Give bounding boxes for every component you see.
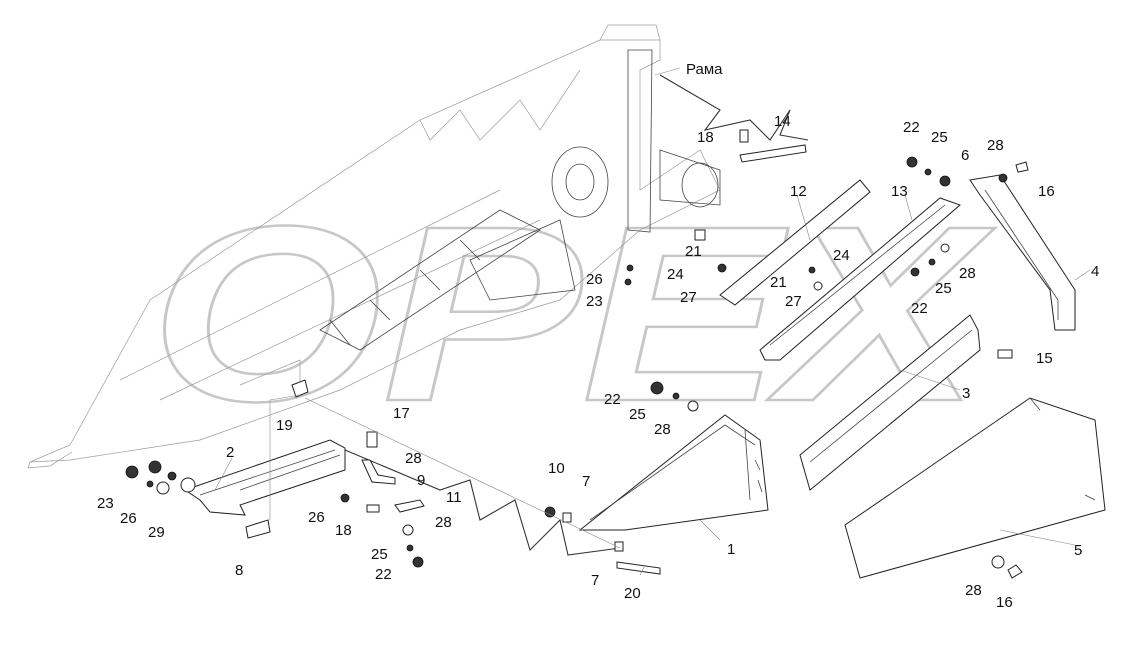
label-part-5: 5 <box>1074 542 1082 559</box>
label-part-16b: 16 <box>996 594 1013 611</box>
label-part-28e: 28 <box>435 514 452 531</box>
label-part-25a: 25 <box>931 129 948 146</box>
part-2-bracket <box>183 439 346 516</box>
label-part-13: 13 <box>891 183 908 200</box>
label-part-19: 19 <box>276 417 293 434</box>
label-part-24a: 24 <box>667 266 684 283</box>
label-part-29: 29 <box>148 524 165 541</box>
label-part-28b: 28 <box>959 265 976 282</box>
label-part-12: 12 <box>790 183 807 200</box>
label-part-28c: 28 <box>654 421 671 438</box>
label-part-17: 17 <box>393 405 410 422</box>
label-part-4: 4 <box>1091 263 1099 280</box>
label-part-7a: 7 <box>582 473 590 490</box>
part-9-plate <box>361 459 396 485</box>
part-13-rail <box>759 197 961 361</box>
leader-lines <box>214 67 1091 576</box>
label-part-21a: 21 <box>685 243 702 260</box>
label-part-15: 15 <box>1036 350 1053 367</box>
label-part-22b: 22 <box>911 300 928 317</box>
watermark-text: OPEX <box>150 174 996 453</box>
label-part-2: 2 <box>226 444 234 461</box>
label-part-26c: 26 <box>308 509 325 526</box>
label-part-28f: 28 <box>965 582 982 599</box>
label-part-3: 3 <box>962 385 970 402</box>
label-part-23a: 23 <box>586 293 603 310</box>
frame-outline <box>27 24 721 469</box>
label-part-6: 6 <box>961 147 969 164</box>
label-part-27a: 27 <box>680 289 697 306</box>
part-3-panel <box>799 314 981 491</box>
part-12-rail <box>719 179 871 306</box>
part-11-plate <box>394 499 425 513</box>
label-part-8: 8 <box>235 562 243 579</box>
label-part-18b: 18 <box>335 522 352 539</box>
label-part-24b: 24 <box>833 247 850 264</box>
label-part-20: 20 <box>624 585 641 602</box>
part-7-clips <box>562 512 624 552</box>
label-part-11: 11 <box>446 489 462 506</box>
label-part-18a: 18 <box>697 129 714 146</box>
label-part-9: 9 <box>417 472 425 489</box>
callout-labels: Рама 1 2 3 4 5 6 7 7 8 9 10 11 12 13 14 … <box>97 61 1099 611</box>
label-part-26b: 26 <box>120 510 137 527</box>
part-8-plate <box>245 519 271 539</box>
label-part-25b: 25 <box>935 280 952 297</box>
label-part-10: 10 <box>548 460 565 477</box>
part-5-panel <box>844 397 1106 579</box>
label-part-26a: 26 <box>586 271 603 288</box>
label-part-22d: 22 <box>375 566 392 583</box>
label-part-21b: 21 <box>770 274 787 291</box>
label-part-28a: 28 <box>987 137 1004 154</box>
label-part-22c: 22 <box>604 391 621 408</box>
part-4-strip <box>969 174 1076 331</box>
watermark: OPEX <box>149 173 997 455</box>
part-14-plate <box>739 144 807 163</box>
label-part-16a: 16 <box>1038 183 1055 200</box>
label-part-22a: 22 <box>903 119 920 136</box>
label-part-25c: 25 <box>629 406 646 423</box>
label-part-14: 14 <box>774 113 791 130</box>
label-part-23b: 23 <box>97 495 114 512</box>
label-part-27b: 27 <box>785 293 802 310</box>
fasteners <box>125 129 1029 579</box>
label-part-28d: 28 <box>405 450 422 467</box>
label-rama: Рама <box>686 61 723 78</box>
label-part-25d: 25 <box>371 546 388 563</box>
label-part-1: 1 <box>727 541 735 558</box>
part-1-shield <box>578 414 769 531</box>
label-part-7b: 7 <box>591 572 599 589</box>
